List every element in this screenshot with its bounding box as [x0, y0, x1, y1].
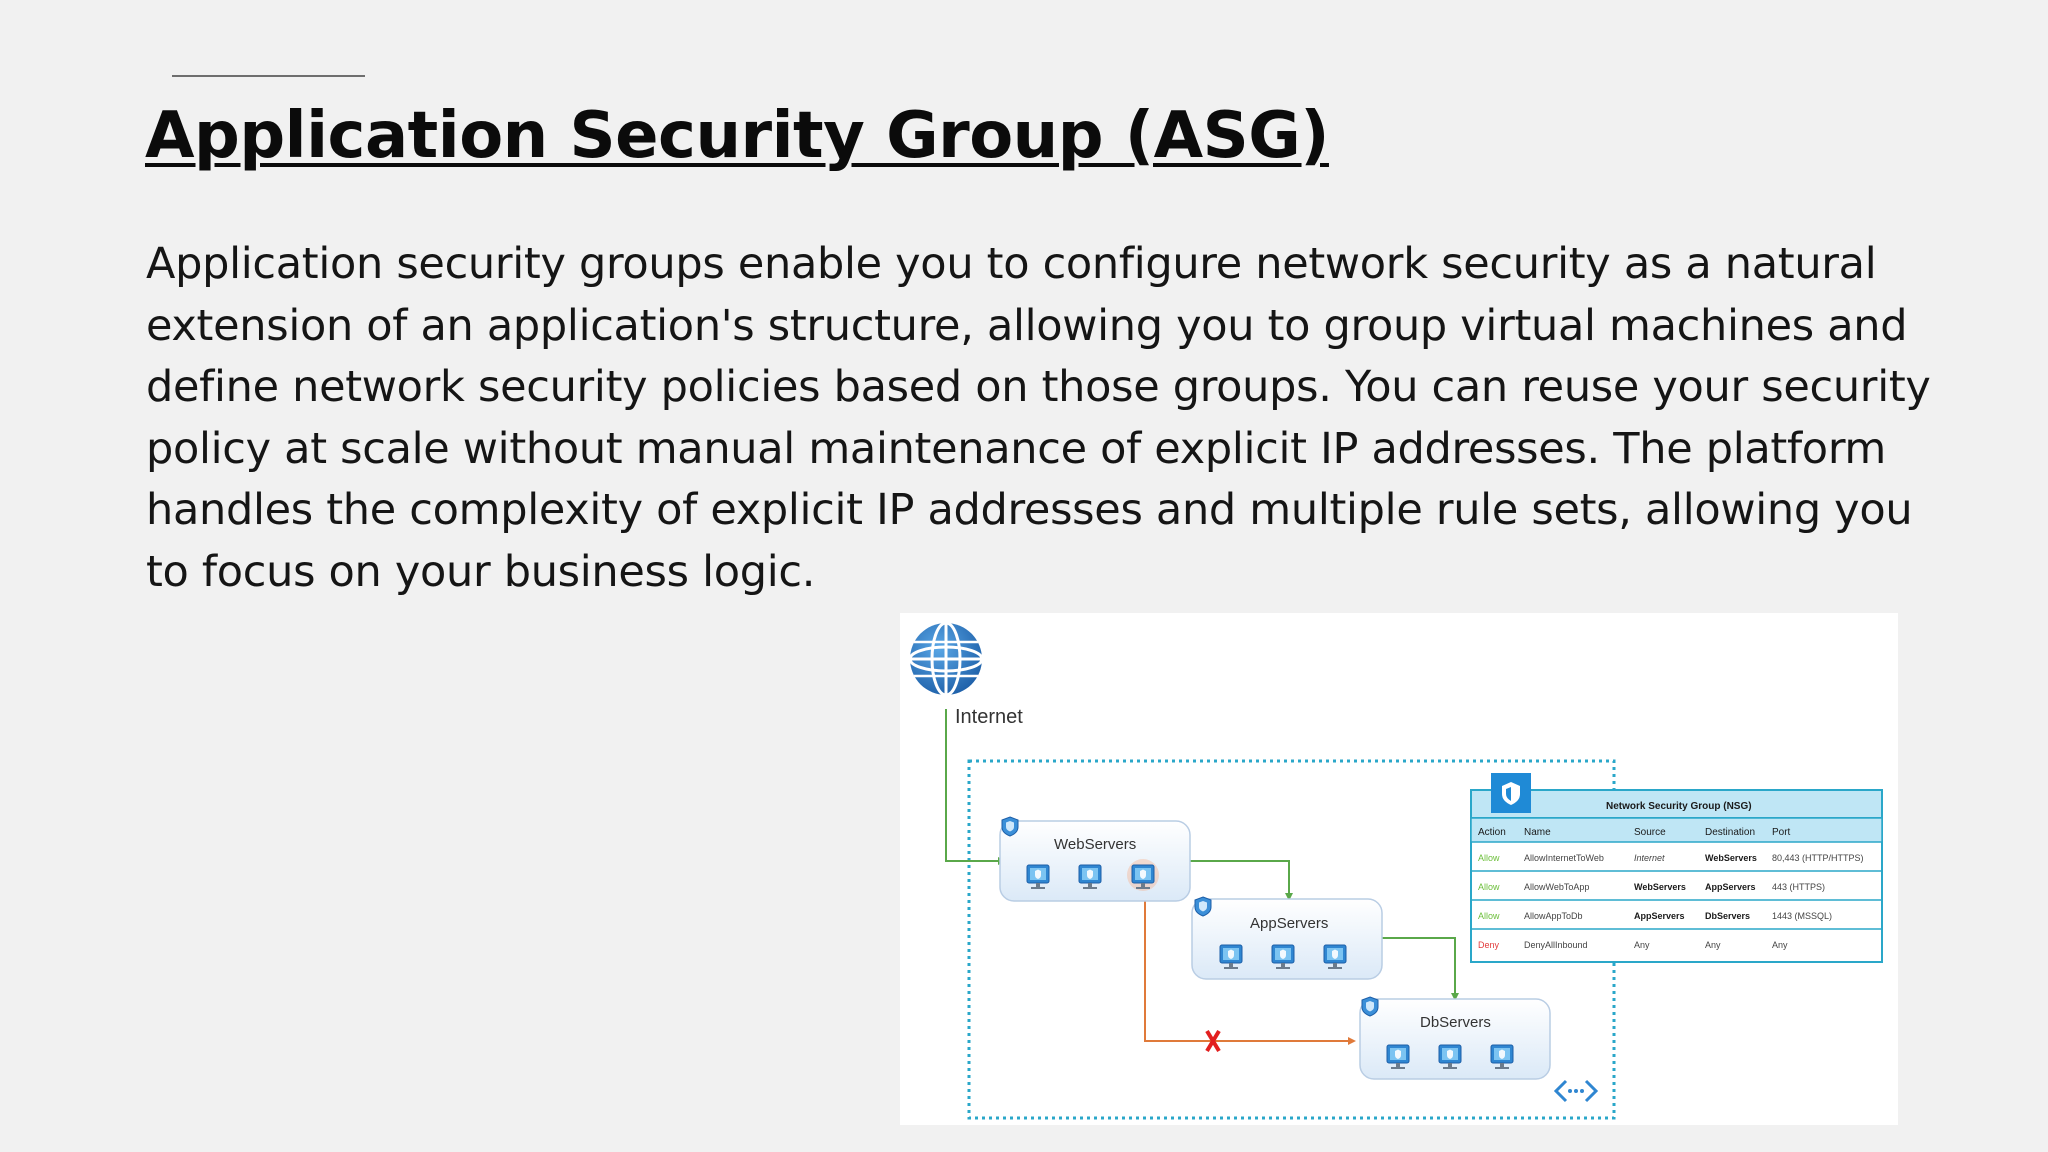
nsg-cell-action: Allow	[1478, 882, 1500, 892]
paragraph-line: Application security groups enable you t…	[146, 239, 1877, 289]
nsg-cell-action: Allow	[1478, 853, 1500, 863]
nsg-header-action: Action	[1478, 827, 1506, 838]
vnet-boundary	[967, 759, 1616, 1120]
nsg-header-name: Name	[1524, 827, 1551, 838]
paragraph-line: to focus on your business logic.	[146, 546, 816, 597]
slide-paragraph: Application security groups enable you t…	[146, 234, 1931, 603]
vnet-icon	[1553, 1079, 1599, 1103]
paragraph-line: extension of an application's structure,…	[146, 300, 1908, 351]
block-x-icon	[1205, 1029, 1221, 1053]
shield-icon	[1491, 773, 1531, 813]
webservers-group: WebServers	[999, 816, 1191, 902]
nsg-table: Network Security Group (NSG) Action Name…	[1470, 773, 1883, 963]
nsg-header-destination: Destination	[1705, 827, 1755, 838]
paragraph-line: handles the complexity of explicit IP ad…	[146, 485, 1913, 535]
nsg-cell-name: AllowWebToApp	[1524, 882, 1589, 892]
shield-icon	[1001, 816, 1019, 837]
paragraph-line: define network security policies based o…	[146, 362, 1931, 412]
nsg-title: Network Security Group (NSG)	[1606, 801, 1752, 812]
globe-icon	[908, 621, 984, 697]
internet-label: Internet	[955, 706, 1023, 728]
slide-title: Application Security Group (ASG)	[145, 99, 1329, 173]
webservers-label: WebServers	[1054, 836, 1136, 853]
dbservers-label: DbServers	[1420, 1014, 1491, 1031]
nsg-cell-source: Internet	[1634, 853, 1665, 863]
nsg-cell-port: 1443 (MSSQL)	[1772, 911, 1832, 921]
paragraph-line: policy at scale without manual maintenan…	[146, 423, 1887, 474]
nsg-cell-name: AllowInternetToWeb	[1524, 853, 1604, 863]
nsg-header-source: Source	[1634, 827, 1666, 838]
nsg-header-port: Port	[1772, 827, 1791, 838]
shield-icon	[1194, 896, 1212, 917]
nsg-cell-destination: Any	[1705, 940, 1721, 950]
nsg-cell-action: Deny	[1478, 940, 1500, 950]
nsg-cell-name: DenyAllInbound	[1524, 940, 1588, 950]
nsg-cell-source: AppServers	[1634, 911, 1685, 921]
nsg-cell-port: 80,443 (HTTP/HTTPS)	[1772, 853, 1864, 863]
dbservers-group: DbServers	[1359, 996, 1551, 1080]
nsg-cell-source: Any	[1634, 940, 1650, 950]
nsg-cell-destination: AppServers	[1705, 882, 1756, 892]
nsg-cell-destination: WebServers	[1705, 853, 1757, 863]
appservers-group: AppServers	[1191, 896, 1383, 980]
asg-diagram: Internet WebServers	[900, 613, 1898, 1125]
nsg-cell-port: 443 (HTTPS)	[1772, 882, 1825, 892]
shield-icon	[1361, 996, 1379, 1017]
nsg-cell-port: Any	[1772, 940, 1788, 950]
nsg-cell-destination: DbServers	[1705, 911, 1750, 921]
nsg-cell-name: AllowAppToDb	[1524, 911, 1583, 921]
nsg-cell-action: Allow	[1478, 911, 1500, 921]
title-accent-line	[172, 75, 365, 77]
appservers-label: AppServers	[1250, 915, 1328, 932]
nsg-cell-source: WebServers	[1634, 882, 1686, 892]
